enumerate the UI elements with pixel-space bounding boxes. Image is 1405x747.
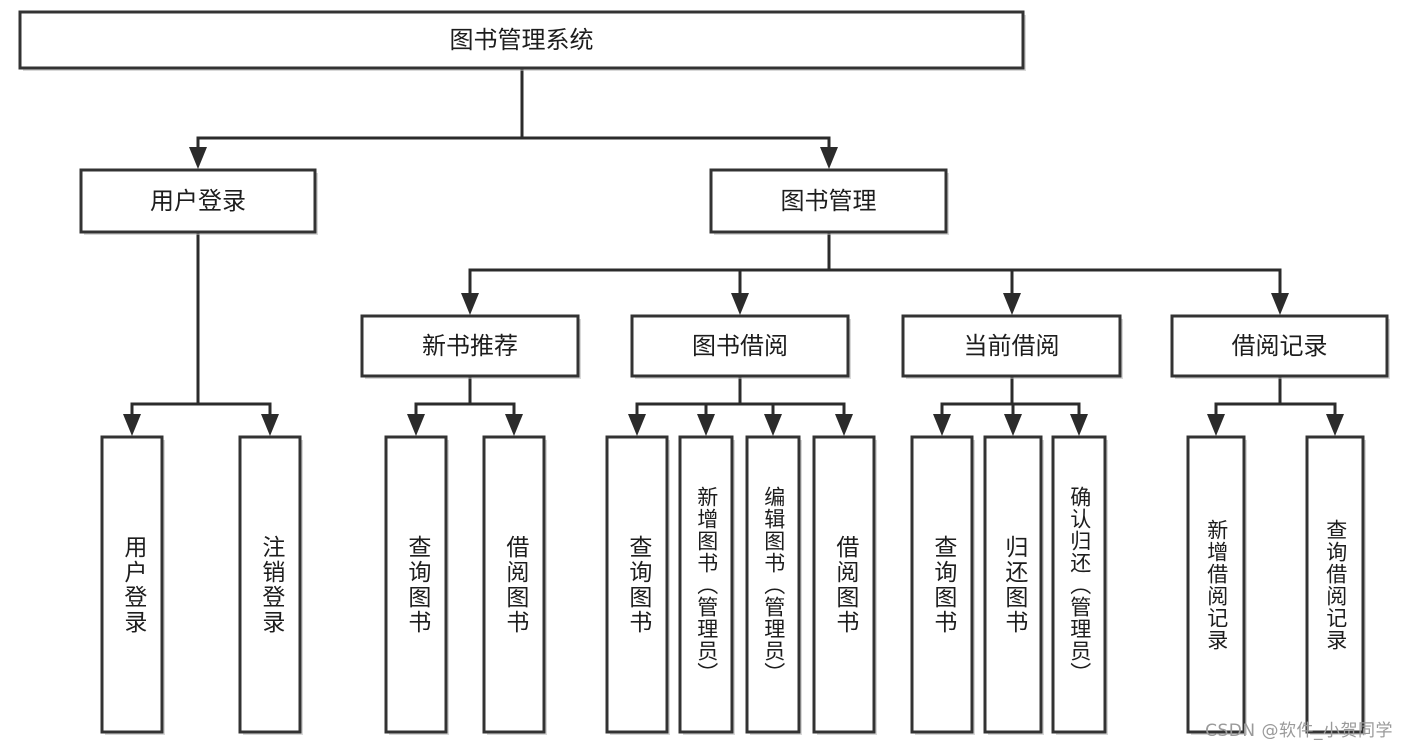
arrowhead-leaf-user-logout: [261, 414, 279, 436]
arrowhead-book-borrow: [731, 293, 749, 315]
node-label-book-manage: 图书管理: [781, 187, 877, 215]
arrowhead-leaf-return-book: [1004, 414, 1022, 436]
node-label-root: 图书管理系统: [450, 26, 594, 54]
node-box-leaf-query-book-borrow[interactable]: [605, 435, 669, 734]
arrowhead-leaf-borrow-book: [835, 414, 853, 436]
node-box-leaf-confirm-return-admin[interactable]: [1051, 435, 1107, 734]
arrowhead-new-book-recommend: [461, 293, 479, 315]
node-box-leaf-edit-book-admin[interactable]: [745, 435, 801, 734]
node-label-borrow-record: 借阅记录: [1232, 332, 1328, 360]
node-box-leaf-user-login[interactable]: [100, 435, 164, 734]
arrowhead-borrow-record: [1271, 293, 1289, 315]
node-box-borrow-record[interactable]: [1170, 314, 1389, 378]
connector-layer: [123, 66, 1344, 436]
node-label-new-book-recommend: 新书推荐: [422, 332, 518, 360]
node-box-layer: [18, 10, 1390, 735]
node-box-current-borrow[interactable]: [901, 314, 1122, 378]
node-box-book-borrow[interactable]: [630, 314, 850, 378]
node-box-leaf-add-borrow-record[interactable]: [1186, 435, 1246, 734]
arrowhead-leaf-add-book-admin: [697, 414, 715, 436]
node-box-root[interactable]: [18, 10, 1025, 70]
node-label-book-borrow: 图书借阅: [692, 332, 788, 360]
node-box-leaf-borrow-book[interactable]: [812, 435, 876, 734]
watermark-text: CSDN @软件_小贺同学: [1205, 721, 1393, 741]
node-box-leaf-query-book-cur[interactable]: [910, 435, 974, 734]
node-box-leaf-query-book-rec[interactable]: [384, 435, 448, 734]
arrowhead-leaf-user-login: [123, 414, 141, 436]
node-label-current-borrow: 当前借阅: [964, 332, 1060, 360]
arrowhead-book-manage: [820, 147, 838, 169]
node-box-new-book-recommend[interactable]: [360, 314, 580, 378]
arrowhead-leaf-borrow-book-rec: [505, 414, 523, 436]
arrowhead-user-login: [189, 147, 207, 169]
arrowhead-leaf-query-book-borrow: [628, 414, 646, 436]
node-box-book-manage[interactable]: [709, 168, 948, 234]
arrowhead-leaf-confirm-return-admin: [1070, 414, 1088, 436]
arrowhead-leaf-add-borrow-record: [1207, 414, 1225, 436]
node-box-leaf-borrow-book-rec[interactable]: [482, 435, 546, 734]
arrowhead-leaf-query-borrow-record: [1326, 414, 1344, 436]
arrowhead-leaf-query-book-rec: [407, 414, 425, 436]
node-box-leaf-query-borrow-record[interactable]: [1305, 435, 1365, 734]
node-box-leaf-user-logout[interactable]: [238, 435, 302, 734]
node-box-leaf-return-book[interactable]: [983, 435, 1043, 734]
node-label-user-login: 用户登录: [150, 187, 246, 215]
node-box-user-login[interactable]: [79, 168, 317, 234]
arrowhead-current-borrow: [1003, 293, 1021, 315]
node-box-leaf-add-book-admin[interactable]: [678, 435, 734, 734]
arrowhead-leaf-edit-book-admin: [764, 414, 782, 436]
arrowhead-leaf-query-book-cur: [933, 414, 951, 436]
